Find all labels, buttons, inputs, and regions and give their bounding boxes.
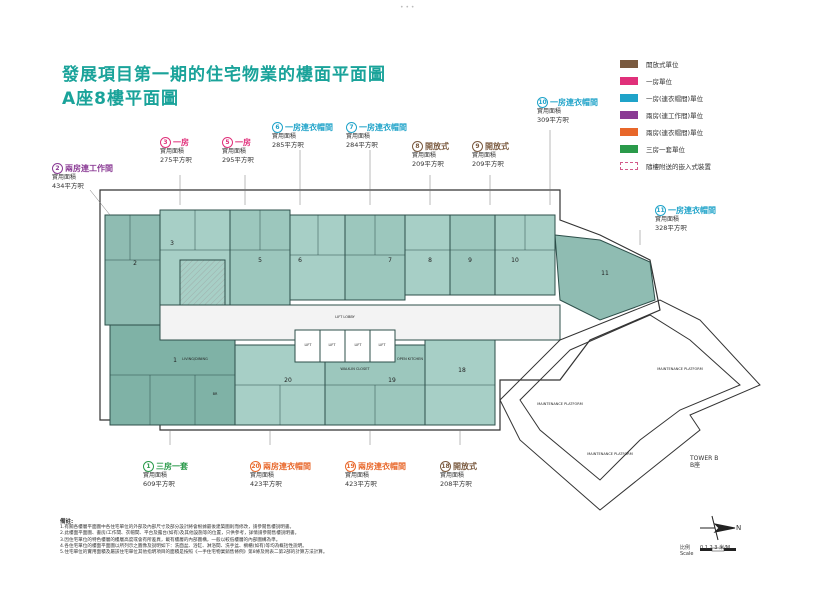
maintenance-label: MAINTENANCE PLATFORM bbox=[587, 452, 632, 456]
plan-unit-number: 9 bbox=[468, 257, 472, 264]
lift-label: LIFT bbox=[328, 343, 336, 347]
legend-item: 一房單位 bbox=[620, 73, 810, 89]
legend-swatch bbox=[620, 60, 638, 68]
legend-label: 兩房(連工作間)單位 bbox=[646, 112, 704, 120]
open-kitchen-label: OPEN KITCHEN bbox=[397, 357, 423, 361]
scale-label: 比例 Scale 0 1 2 3 米/M bbox=[680, 545, 731, 557]
tower-label: TOWER B B座 bbox=[690, 455, 719, 469]
plan-unit-number: 8 bbox=[428, 257, 432, 264]
legend: 開放式單位 一房單位 一房(連衣帽間)單位 兩房(連工作間)單位 兩房(連衣帽間… bbox=[620, 56, 810, 175]
plan-unit-number: 3 bbox=[170, 240, 174, 247]
living-label: LIVING/DINING bbox=[182, 357, 208, 361]
maintenance-label: MAINTENANCE PLATFORM bbox=[657, 367, 702, 371]
plan-unit-number: 7 bbox=[388, 257, 392, 264]
legend-label: 一房單位 bbox=[646, 78, 672, 86]
legend-item: 開放式單位 bbox=[620, 56, 810, 72]
plan-unit-number: 6 bbox=[298, 257, 302, 264]
plan-unit-number: 10 bbox=[511, 257, 519, 264]
legend-label: 隨樓附送的嵌入式裝置 bbox=[646, 163, 711, 171]
legend-swatch bbox=[620, 77, 638, 85]
north-label: N bbox=[736, 524, 742, 532]
lift-lobby-label: LIFT LOBBY bbox=[335, 315, 355, 319]
legend-item: 一房(連衣帽間)單位 bbox=[620, 90, 810, 106]
legend-item: 兩房(連衣帽間)單位 bbox=[620, 124, 810, 140]
lift-label: LIFT bbox=[378, 343, 386, 347]
legend-label: 兩房(連衣帽間)單位 bbox=[646, 129, 704, 137]
plan-unit-number: 11 bbox=[601, 270, 609, 277]
plan-unit-number: 20 bbox=[284, 377, 292, 384]
legend-swatch bbox=[620, 111, 638, 119]
lift-label: LIFT bbox=[304, 343, 312, 347]
stair-core bbox=[179, 259, 226, 306]
plan-unit-number: 19 bbox=[388, 377, 396, 384]
page-subtitle: A座8樓平面圖 bbox=[62, 89, 179, 109]
page-title: 發展項目第一期的住宅物業的樓面平面圖 bbox=[62, 65, 386, 85]
legend-item: 三房一套單位 bbox=[620, 141, 810, 157]
legend-label: 一房(連衣帽間)單位 bbox=[646, 95, 704, 103]
legend-swatch bbox=[620, 145, 638, 153]
unit-18-block bbox=[424, 339, 496, 426]
plan-unit-number: 2 bbox=[133, 260, 137, 267]
top-indicator: • • • bbox=[400, 4, 415, 11]
legend-swatch bbox=[620, 94, 638, 102]
scale-bar-icon bbox=[700, 547, 736, 552]
unit-9-block bbox=[449, 214, 496, 296]
plan-unit-number: 18 bbox=[458, 367, 466, 374]
legend-swatch bbox=[620, 128, 638, 136]
notes: 備註: 1.有關各樓層平面圖中各住宅單位的外部及內部尺寸及部分設計將會根據最後建… bbox=[60, 519, 328, 556]
legend-swatch-dashed bbox=[620, 162, 638, 170]
bedroom-label: BR bbox=[213, 392, 218, 396]
legend-label: 三房一套單位 bbox=[646, 146, 685, 154]
unit-6-block bbox=[289, 214, 346, 301]
unit-11-block bbox=[554, 234, 656, 321]
legend-label: 開放式單位 bbox=[646, 61, 679, 69]
unit-2-block bbox=[104, 214, 161, 326]
legend-item: 兩房(連工作間)單位 bbox=[620, 107, 810, 123]
plan-unit-number: 5 bbox=[258, 257, 262, 264]
walk-in-label: WALK-IN CLOSET bbox=[340, 367, 370, 371]
maintenance-label: MAINTENANCE PLATFORM bbox=[537, 402, 582, 406]
legend-item: 隨樓附送的嵌入式裝置 bbox=[620, 158, 810, 174]
unit-8-block bbox=[404, 214, 451, 296]
plan-unit-number: 1 bbox=[173, 357, 177, 364]
north-arrow-icon bbox=[700, 515, 736, 541]
lift-label: LIFT bbox=[354, 343, 362, 347]
